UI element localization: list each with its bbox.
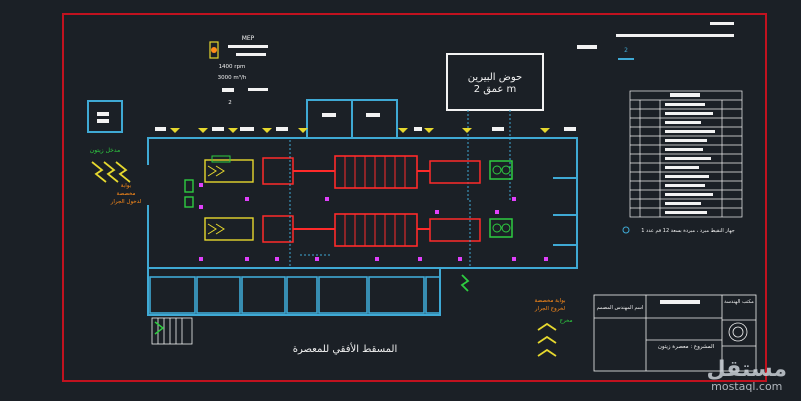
plan-title: المسقط الأفقي للمعصرة (293, 342, 397, 355)
inlet-arrows (91, 161, 131, 183)
notes-number: 2 (624, 47, 628, 54)
spec-block: MEP 1400 rpm 3000 m³/h 2 (209, 35, 268, 106)
top-rooms (306, 99, 398, 139)
note-marker-icon (622, 226, 630, 234)
door-right-label: بوابة مخصصة (534, 298, 566, 304)
exit-label: مخرج (559, 318, 572, 324)
magenta-markers (199, 183, 548, 261)
title-block (593, 294, 757, 372)
spec-header: MEP (242, 35, 255, 42)
wall-tags-top (170, 128, 550, 133)
door-left-label: بوابة (121, 183, 132, 189)
title-block-company: مكتب الهندسة (724, 299, 754, 305)
small-left-room (87, 100, 123, 133)
exit-arrows (460, 274, 557, 357)
title-block-designer: اسم المهندس المصمم (597, 305, 644, 311)
tank-label-line2: عمق 2 m (474, 84, 517, 95)
equipment-note: جهاز النقيط مبرد ، مبردة بسعة 12 فم عدد … (641, 228, 735, 234)
notes-block: 2 (577, 22, 734, 60)
right-wall-stubs (553, 177, 577, 246)
watermark-latin: mostaql.com (711, 380, 783, 393)
pomace-tank: حوض البيرين عمق 2 m (446, 53, 544, 200)
tank-label-line1: حوض البيرين (468, 72, 522, 83)
schedule-table (629, 90, 743, 218)
spec-qty: 2 (228, 100, 232, 106)
door-left-label-2: مخصصة (117, 191, 136, 197)
lower-rooms (149, 276, 441, 314)
wall-tags-white (155, 113, 576, 131)
door-right-label-2: لخروج الجرار (534, 306, 566, 312)
title-block-project: المشروع : معصرة زيتون (658, 344, 715, 350)
service-lines (289, 140, 471, 268)
production-line-2 (204, 213, 513, 247)
drawing-frame (62, 13, 767, 382)
production-line-1 (204, 155, 513, 189)
mostaql-watermark: مستقل mostaql.com (707, 359, 787, 393)
left-feeders (184, 179, 194, 208)
watermark-arabic: مستقل (706, 357, 787, 382)
door-left-label-3: لدخول الجرار (110, 199, 142, 205)
staircase (151, 317, 193, 345)
schedule-table-fills (665, 93, 715, 214)
title-block-bar (660, 300, 700, 304)
spec-flow: 3000 m³/h (218, 74, 247, 81)
spec-rpm: 1400 rpm (219, 64, 246, 70)
inlet-label: مدخل زيتون (90, 147, 120, 154)
